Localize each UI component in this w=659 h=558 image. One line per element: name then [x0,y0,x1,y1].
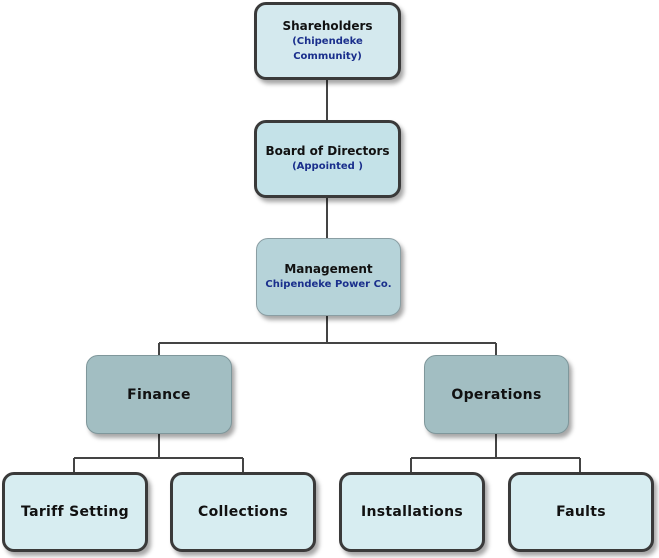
installations-box: Installations [339,472,485,552]
shareholders-title: Shareholders [282,18,373,33]
installations-title: Installations [360,504,463,520]
management-subtitle: Chipendeke Power Co. [265,279,392,290]
collections-box: Collections [170,472,316,552]
operations-box: Operations [424,355,569,434]
board-subtitle: (Appointed ) [292,161,363,172]
finance-title: Finance [127,386,191,403]
operations-title: Operations [451,386,542,403]
collections-title: Collections [198,504,288,520]
board-of-directors-box: Board of Directors (Appointed ) [254,120,401,198]
shareholders-subtitle: (Chipendeke Community) [292,35,363,62]
finance-box: Finance [86,355,232,434]
management-title: Management [284,262,373,276]
tariff-setting-box: Tariff Setting [2,472,148,552]
shareholders-box: Shareholders (Chipendeke Community) [254,2,401,80]
faults-box: Faults [508,472,654,552]
board-title: Board of Directors [265,144,390,158]
management-box: Management Chipendeke Power Co. [256,238,401,316]
tariff-setting-title: Tariff Setting [21,504,129,520]
faults-title: Faults [556,504,606,520]
